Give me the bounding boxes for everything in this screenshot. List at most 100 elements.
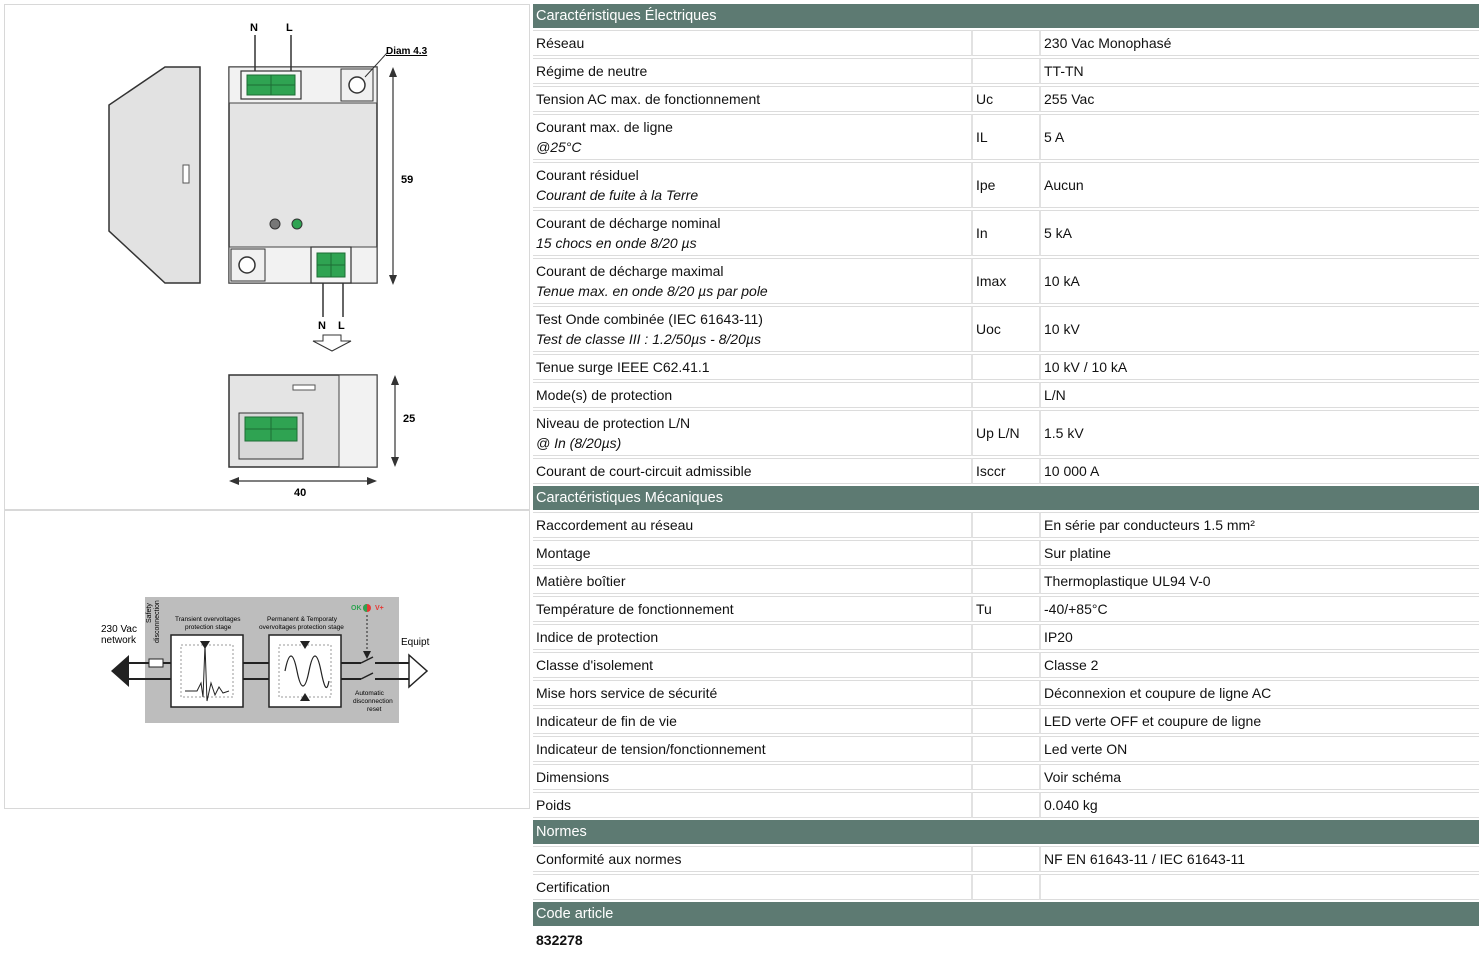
table-row: Dimensions Voir schéma bbox=[533, 764, 1480, 790]
row-label-cell: Raccordement au réseau bbox=[533, 512, 971, 538]
section-mechanical-title: Caractéristiques Mécaniques bbox=[533, 486, 1480, 510]
row-label-cell: Conformité aux normes bbox=[533, 846, 971, 872]
section-mechanical: Caractéristiques Mécaniques bbox=[533, 486, 1480, 510]
row-value: TT-TN bbox=[1039, 58, 1480, 84]
row-label: Courant de court-circuit admissible bbox=[536, 463, 752, 479]
row-label: Courant de décharge maximal bbox=[536, 263, 724, 279]
section-standards-title: Normes bbox=[533, 820, 1480, 844]
row-value: 1.5 kV bbox=[1039, 410, 1480, 456]
row-label: Raccordement au réseau bbox=[536, 517, 694, 533]
row-value bbox=[1039, 874, 1480, 900]
row-label: Niveau de protection L/N bbox=[536, 415, 691, 431]
row-label-cell: Courant de court-circuit admissible bbox=[533, 458, 971, 484]
row-label-cell: Tension AC max. de fonctionnement bbox=[533, 86, 971, 112]
svg-text:Permanent & Temporaty: Permanent & Temporaty bbox=[267, 616, 338, 623]
table-row: Certification bbox=[533, 874, 1480, 900]
width-dimension: 40 bbox=[294, 487, 306, 499]
n-label-bottom: N bbox=[318, 320, 326, 332]
row-value: 255 Vac bbox=[1039, 86, 1480, 112]
row-symbol bbox=[971, 568, 1039, 594]
table-row: Régime de neutre TT-TN bbox=[533, 58, 1480, 84]
row-value: Voir schéma bbox=[1039, 764, 1480, 790]
row-label-cell: Dimensions bbox=[533, 764, 971, 790]
section-electrical: Caractéristiques Électriques bbox=[533, 4, 1480, 28]
row-symbol bbox=[971, 354, 1039, 380]
row-label-cell: Indicateur de fin de vie bbox=[533, 708, 971, 734]
l-label-bottom: L bbox=[338, 320, 345, 332]
table-row: Indice de protection IP20 bbox=[533, 624, 1480, 650]
row-value: 5 kA bbox=[1039, 210, 1480, 256]
row-label-cell: Matière boîtier bbox=[533, 568, 971, 594]
row-symbol: Ipe bbox=[971, 162, 1039, 208]
row-symbol bbox=[971, 680, 1039, 706]
row-value: Classe 2 bbox=[1039, 652, 1480, 678]
svg-text:V+: V+ bbox=[375, 605, 384, 612]
row-label-cell: Température de fonctionnement bbox=[533, 596, 971, 622]
height-dimension: 59 bbox=[401, 174, 413, 186]
row-label-cell: Certification bbox=[533, 874, 971, 900]
row-symbol bbox=[971, 512, 1039, 538]
row-sublabel: 15 chocs en onde 8/20 µs bbox=[536, 235, 697, 251]
svg-text:overvoltages protection stage: overvoltages protection stage bbox=[259, 624, 344, 631]
row-symbol: Uoc bbox=[971, 306, 1039, 352]
row-symbol bbox=[971, 708, 1039, 734]
block-diagram-svg: 230 Vac network Safety disconnection Tra… bbox=[101, 597, 430, 723]
svg-text:Safety: Safety bbox=[146, 603, 153, 623]
row-label-cell: Courant max. de ligne@25°C bbox=[533, 114, 971, 160]
svg-text:protection stage: protection stage bbox=[185, 624, 232, 631]
row-sublabel: @ In (8/20µs) bbox=[536, 435, 622, 451]
svg-text:network: network bbox=[101, 635, 137, 646]
row-value: NF EN 61643-11 / IEC 61643-11 bbox=[1039, 846, 1480, 872]
row-symbol bbox=[971, 624, 1039, 650]
row-value: LED verte OFF et coupure de ligne bbox=[1039, 708, 1480, 734]
table-row: Conformité aux normes NF EN 61643-11 / IE… bbox=[533, 846, 1480, 872]
row-symbol bbox=[971, 540, 1039, 566]
row-symbol bbox=[971, 382, 1039, 408]
row-label: Indice de protection bbox=[536, 629, 659, 645]
row-label: Indicateur de tension/fonctionnement bbox=[536, 741, 766, 757]
row-value: 0.040 kg bbox=[1039, 792, 1480, 818]
row-label-cell: Test Onde combinée (IEC 61643-11)Test de… bbox=[533, 306, 971, 352]
row-symbol: Up L/N bbox=[971, 410, 1039, 456]
section-electrical-title: Caractéristiques Électriques bbox=[533, 4, 1480, 28]
svg-text:Automatic: Automatic bbox=[355, 690, 385, 697]
table-row: Classe d'isolement Classe 2 bbox=[533, 652, 1480, 678]
row-symbol bbox=[971, 874, 1039, 900]
row-value: 230 Vac Monophasé bbox=[1039, 30, 1480, 56]
row-symbol: Uc bbox=[971, 86, 1039, 112]
row-sublabel: Courant de fuite à la Terre bbox=[536, 187, 699, 203]
row-value: Thermoplastique UL94 V-0 bbox=[1039, 568, 1480, 594]
dimension-drawing: N L Diam 4.3 N L bbox=[5, 5, 529, 511]
row-value: 10 kA bbox=[1039, 258, 1480, 304]
row-value: Déconnexion et coupure de ligne AC bbox=[1039, 680, 1480, 706]
row-label-cell: Régime de neutre bbox=[533, 58, 971, 84]
row-label: Mode(s) de protection bbox=[536, 387, 673, 403]
row-label-cell: Mise hors service de sécurité bbox=[533, 680, 971, 706]
row-label-cell: Classe d'isolement bbox=[533, 652, 971, 678]
row-label: Courant résiduel bbox=[536, 167, 639, 183]
row-label-cell: Niveau de protection L/N @ In (8/20µs) bbox=[533, 410, 971, 456]
row-label-cell: Montage bbox=[533, 540, 971, 566]
row-label: Température de fonctionnement bbox=[536, 601, 734, 617]
equipment-label: Equipt bbox=[401, 637, 430, 648]
svg-text:Transient overvoltages: Transient overvoltages bbox=[175, 616, 241, 623]
row-value: L/N bbox=[1039, 382, 1480, 408]
row-symbol bbox=[971, 736, 1039, 762]
row-label-cell: Indice de protection bbox=[533, 624, 971, 650]
row-value: 10 kV bbox=[1039, 306, 1480, 352]
row-label-cell: Indicateur de tension/fonctionnement bbox=[533, 736, 971, 762]
row-value: IP20 bbox=[1039, 624, 1480, 650]
